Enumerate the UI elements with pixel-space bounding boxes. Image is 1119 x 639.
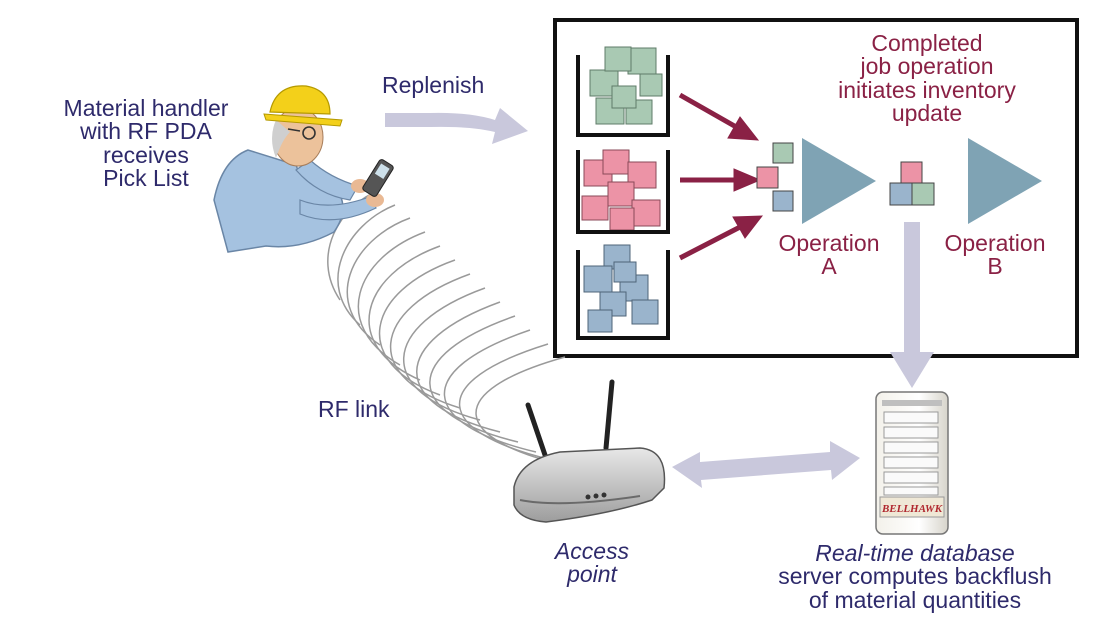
replenish-label: Replenish — [382, 72, 485, 98]
replenish-arrow — [385, 108, 528, 144]
sync-double-arrow — [672, 441, 860, 488]
server-brand-text: BELLHAWK — [881, 503, 943, 515]
database-server-icon: BELLHAWK — [875, 391, 949, 535]
bin-blue — [576, 244, 670, 340]
operation-a-label: Operation A — [778, 230, 880, 280]
handler-label: Material handler with RF PDA receives Pi… — [63, 95, 229, 192]
server-description-label: Real-time database server computes backf… — [778, 540, 1052, 613]
update-down-arrow — [890, 222, 934, 388]
operation-a-icon — [802, 138, 876, 224]
rf-link-label: RF link — [318, 396, 390, 422]
completed-operation-label: Completed job operation initiates invent… — [838, 30, 1016, 127]
assembled-part — [889, 161, 935, 206]
access-point-label: Access point — [554, 538, 630, 588]
feed-arrows — [678, 92, 764, 261]
parts-input — [756, 142, 794, 212]
bin-red — [576, 149, 670, 234]
bin-green — [576, 46, 670, 137]
rf-wave-icon — [327, 189, 569, 467]
access-point-router-icon — [513, 379, 666, 523]
operation-b-icon — [968, 138, 1042, 224]
operation-b-label: Operation B — [944, 230, 1046, 280]
worker-with-pda-icon — [213, 85, 394, 253]
